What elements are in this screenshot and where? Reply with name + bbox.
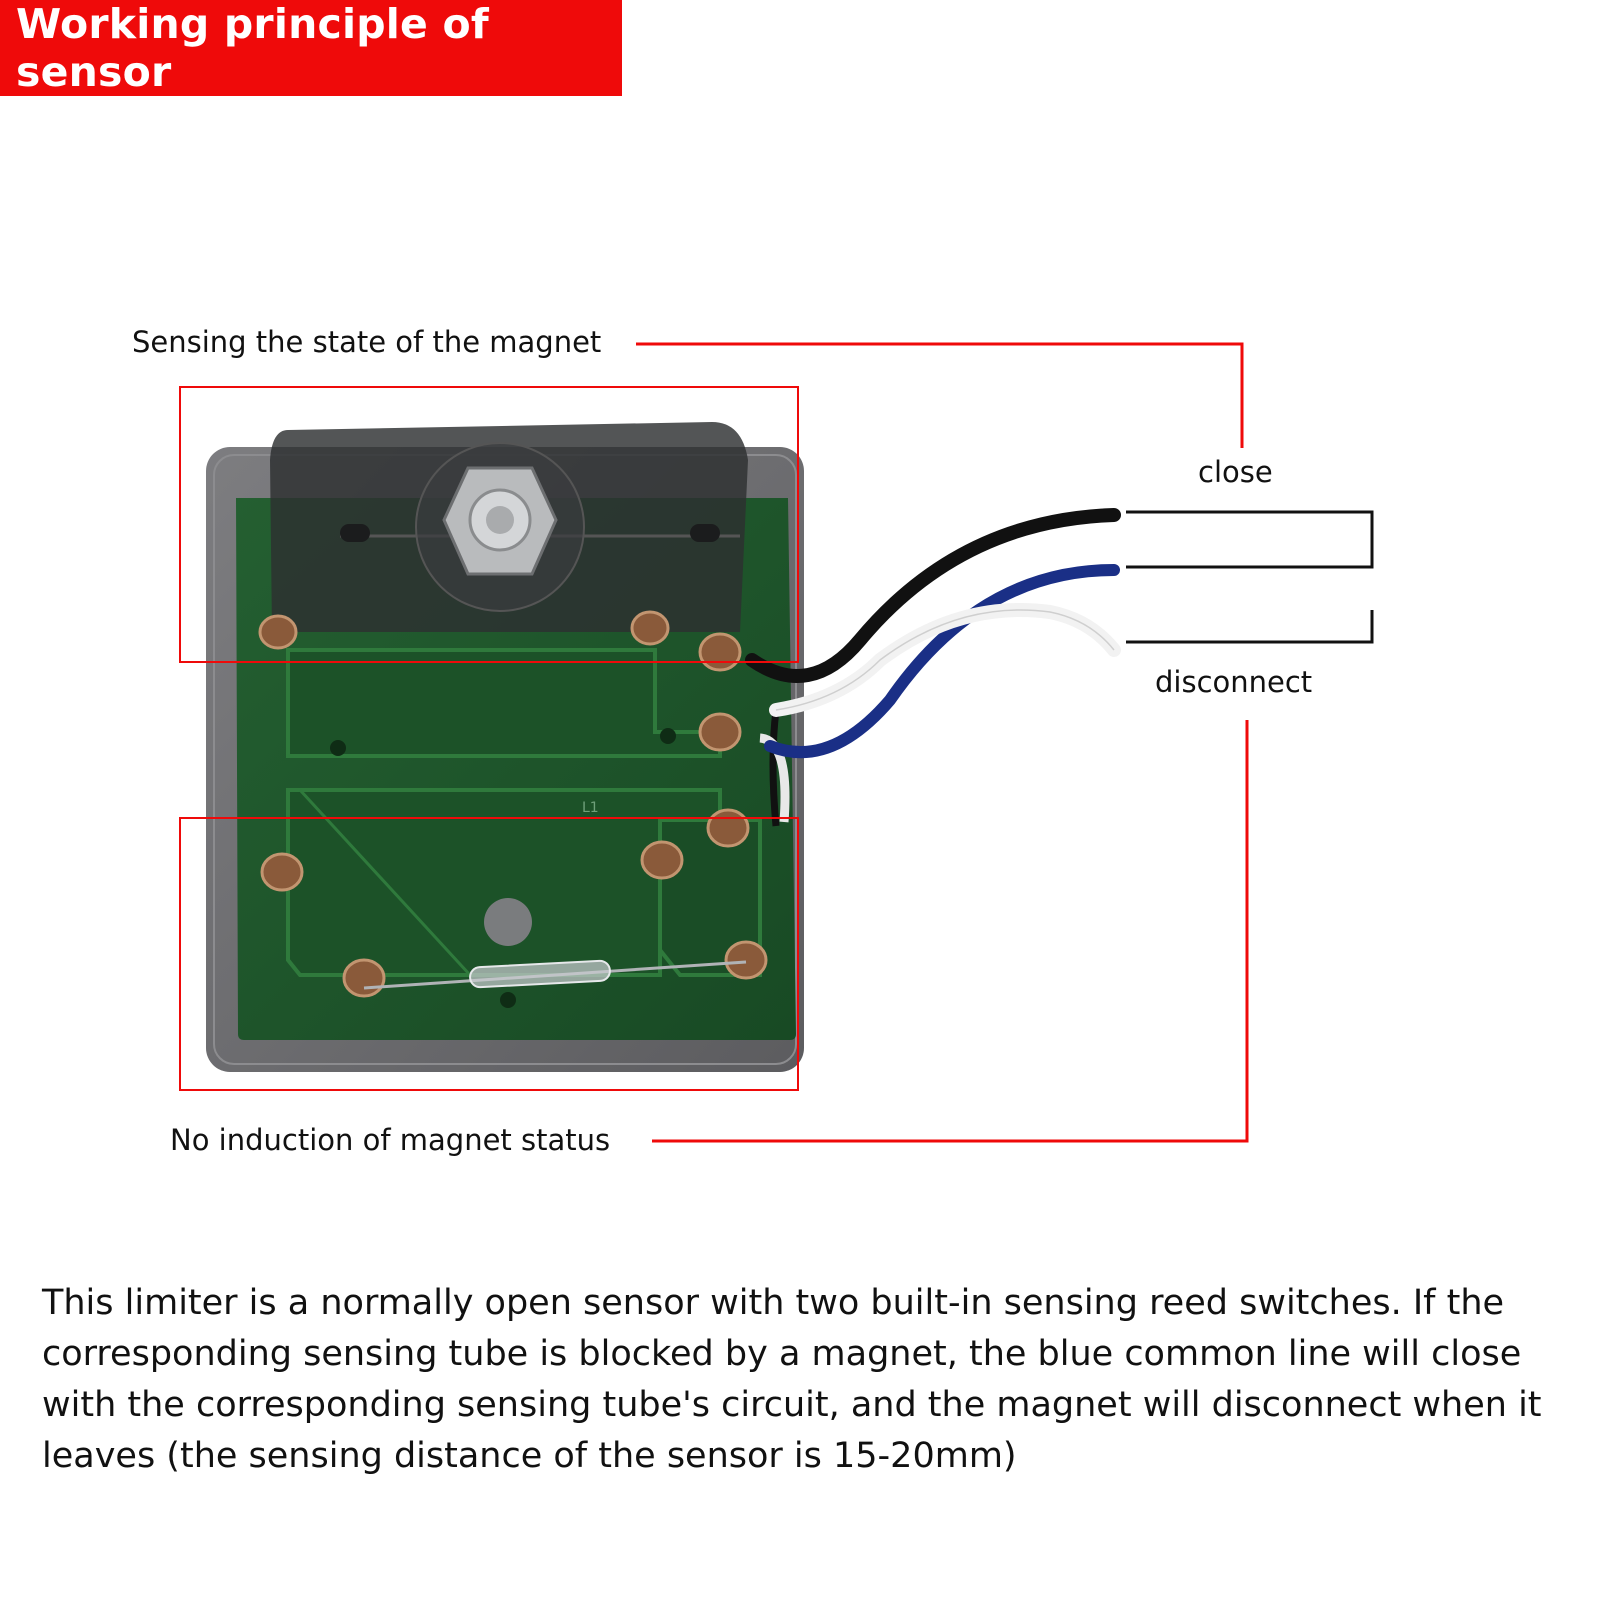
title-banner: Working principle of sensor bbox=[0, 0, 622, 96]
close-circuit-bracket bbox=[1126, 510, 1374, 569]
no-induction-label: No induction of magnet status bbox=[170, 1123, 611, 1157]
description-text: This limiter is a normally open sensor w… bbox=[42, 1283, 1542, 1476]
close-label: close bbox=[1198, 455, 1273, 489]
wire-inner-black bbox=[769, 709, 780, 827]
pcb-hole-small-3 bbox=[500, 992, 516, 1008]
pcb-marking: L1 bbox=[582, 800, 599, 816]
wire-inner-white bbox=[759, 733, 790, 823]
sensing-zone-bottom bbox=[179, 817, 799, 1091]
wire-black bbox=[745, 508, 1121, 683]
bracket-hole-right bbox=[690, 524, 720, 542]
disconnect-circuit-bracket bbox=[1126, 610, 1374, 644]
bracket-hole-left bbox=[340, 524, 370, 542]
page-title: Working principle of sensor bbox=[16, 0, 489, 96]
leader-line-sensing bbox=[636, 342, 1244, 448]
wire-blue bbox=[764, 564, 1120, 759]
disconnect-label: disconnect bbox=[1155, 665, 1313, 699]
sensing-state-label: Sensing the state of the magnet bbox=[132, 325, 602, 359]
pcb-hole-small-2 bbox=[660, 728, 676, 744]
pcb-mount-hole bbox=[484, 898, 532, 946]
reed-switch bbox=[469, 959, 611, 989]
pcb-trace-top bbox=[286, 648, 722, 758]
wire-white-outline bbox=[775, 609, 1115, 711]
sensing-zone-top bbox=[179, 386, 799, 663]
pcb-hole-small-1 bbox=[330, 740, 346, 756]
leader-line-no-induction bbox=[652, 720, 1249, 1143]
pcb-diagonal-trace bbox=[298, 788, 472, 977]
solder-pads bbox=[258, 610, 768, 998]
bolt-center bbox=[486, 506, 514, 534]
